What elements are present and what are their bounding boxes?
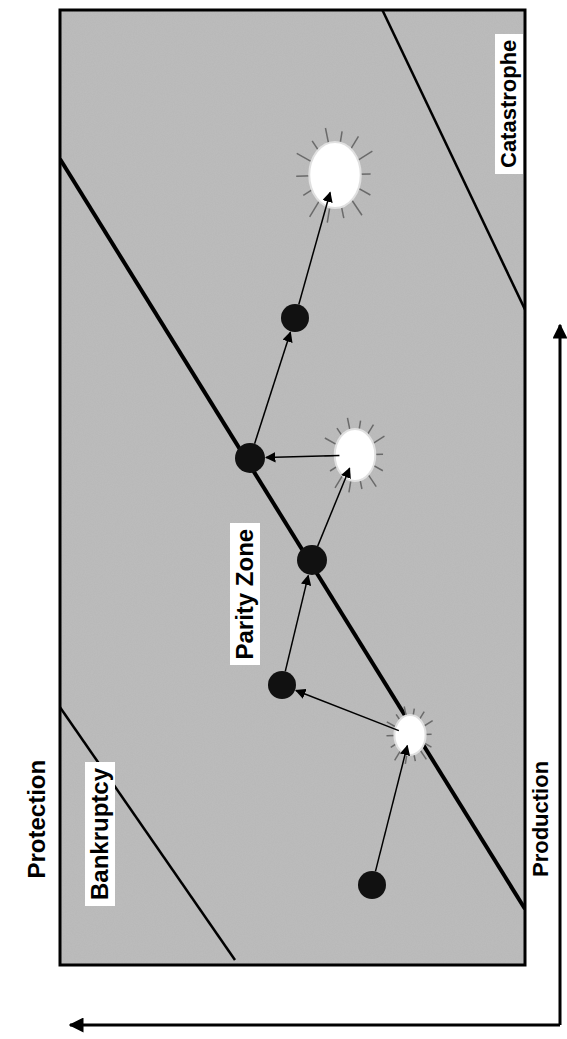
explosion-core (309, 142, 360, 208)
zone-label: Parity Zone (231, 529, 259, 660)
catastrophe-label-box: Catastrophe (495, 34, 523, 174)
position-dot (297, 545, 327, 575)
position-dot (268, 671, 296, 699)
move-arrow (255, 332, 291, 443)
x-axis-label: Production (528, 761, 554, 877)
production-axis (559, 325, 562, 1025)
explosion-core (335, 429, 376, 481)
move-arrow (299, 192, 330, 304)
move-arrow (285, 576, 308, 672)
catastrophe-line (380, 10, 525, 320)
move-arrow (375, 746, 407, 872)
move-arrow (296, 690, 399, 730)
zone-label: Bankruptcy (86, 768, 114, 900)
plot-ground (60, 10, 525, 965)
parity-zone-label-box: Parity Zone (230, 523, 260, 666)
plot-border (60, 10, 525, 965)
y-axis-label: Protection (23, 760, 51, 879)
explosion (296, 128, 372, 223)
bankruptcy-line (60, 700, 235, 960)
bankruptcy-label-box: Bankruptcy (85, 762, 115, 906)
protection-axis (70, 1024, 560, 1027)
move-arrow (318, 468, 350, 546)
position-dot (235, 443, 265, 473)
position-dot (281, 304, 309, 332)
explosion-core (394, 715, 425, 755)
position-dot (358, 871, 386, 899)
trajectory (235, 128, 433, 899)
zone-label: Catastrophe (496, 40, 522, 168)
explosion (386, 707, 432, 764)
parity-line (60, 159, 525, 909)
move-arrow (266, 455, 339, 457)
